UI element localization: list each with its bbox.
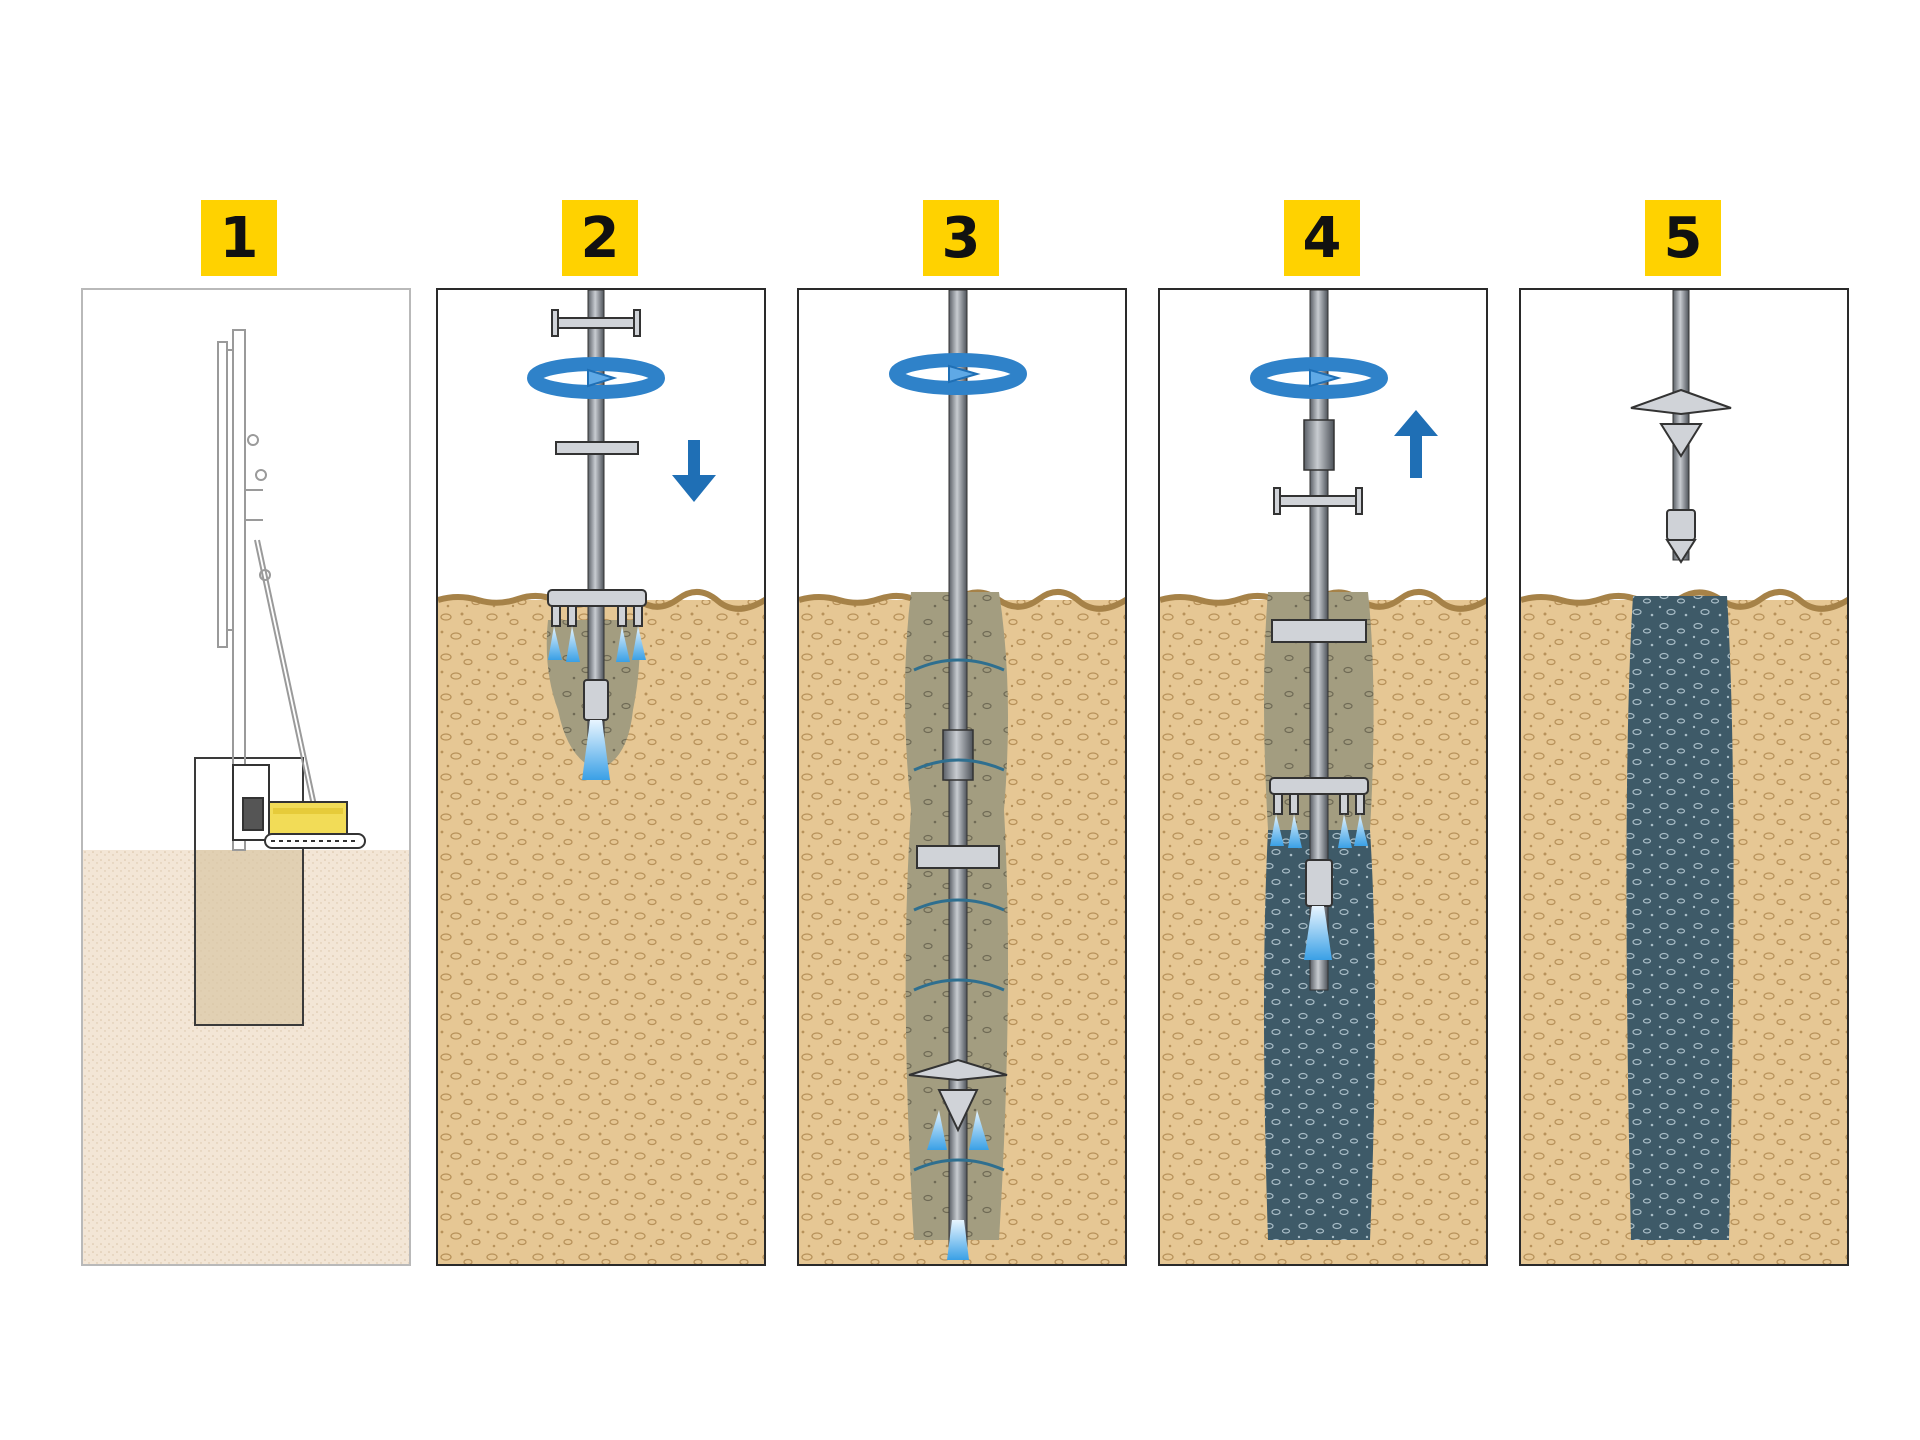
step-number: 4 (1302, 205, 1342, 271)
soil-cement-column (1626, 596, 1734, 1240)
step-4-panel (1158, 288, 1488, 1266)
step-badge-5: 5 (1645, 200, 1721, 276)
coupling (942, 729, 974, 781)
step-badge-3: 3 (923, 200, 999, 276)
step-number: 3 (941, 205, 981, 271)
step-badge-4: 4 (1284, 200, 1360, 276)
cutting-blades (908, 1058, 1008, 1133)
jet-sprays (1270, 814, 1368, 960)
jet-sprays (927, 1110, 989, 1260)
mid-plate (916, 845, 1000, 869)
upper-flange (551, 309, 641, 337)
jet-sprays (548, 626, 646, 780)
rotation-arrow-icon (1250, 357, 1388, 399)
step-number: 1 (219, 205, 259, 271)
down-arrow-icon (672, 440, 716, 502)
mixing-swirls (913, 658, 1005, 1172)
mid-plate (1271, 619, 1367, 643)
step-3-panel (797, 288, 1127, 1266)
step-badge-1: 1 (201, 200, 277, 276)
rotation-arrow-icon (527, 357, 665, 399)
rig-base (232, 764, 366, 849)
cutting-blades (1630, 388, 1732, 458)
drill-tip (1665, 509, 1697, 564)
mid-plate (555, 441, 639, 455)
step-2-panel (436, 288, 766, 1266)
step-number: 2 (580, 205, 620, 271)
upper-flange (1273, 487, 1363, 515)
coupling (1303, 419, 1335, 471)
mixing-head (1269, 777, 1369, 907)
focus-area-shade (195, 850, 303, 1025)
step-1-panel (81, 288, 411, 1266)
mixing-head (547, 589, 647, 721)
step-5-panel (1519, 288, 1849, 1266)
drilling-rig-icon (217, 329, 318, 851)
up-arrow-icon (1394, 410, 1438, 478)
focus-frame (194, 757, 304, 1026)
step-badge-2: 2 (562, 200, 638, 276)
soil-cement-column (1264, 830, 1375, 1240)
step-number: 5 (1663, 205, 1703, 271)
rotation-arrow-icon (889, 353, 1027, 395)
